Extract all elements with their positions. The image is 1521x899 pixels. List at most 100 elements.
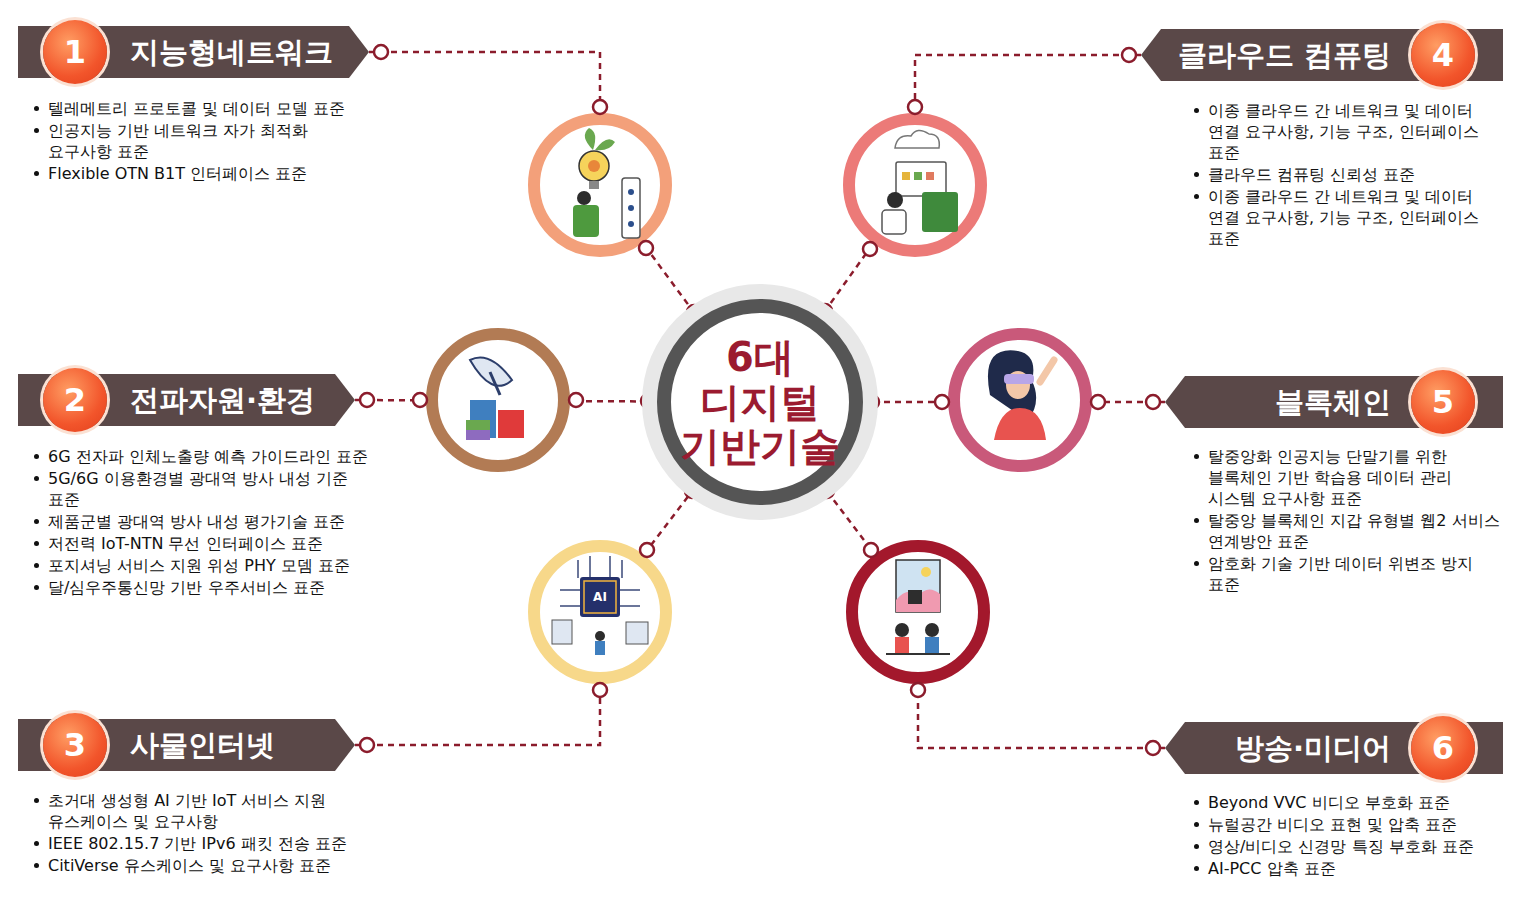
- callout-number: 2: [43, 368, 107, 432]
- media-illustration: [852, 546, 984, 678]
- bullet-item: AI-PCC 압축 표준: [1190, 858, 1502, 879]
- illustration-shape: [925, 623, 939, 637]
- standard-item: 저전력 IoT-NTN 무선 인터페이스 표준: [48, 533, 375, 554]
- standard-item: 포지셔닝 서비스 지원 위성 PHY 모뎀 표준: [48, 555, 375, 576]
- bullet-dot: [34, 128, 39, 133]
- bullet-dot: [34, 798, 39, 803]
- bullet-item: 탈중앙 블록체인 지갑 유형별 웹2 서비스 연계방안 표준: [1190, 510, 1502, 552]
- bullet-item: 인공지능 기반 네트워크 자가 최적화 요구사항 표준: [30, 120, 375, 162]
- callout-number: 1: [43, 20, 107, 84]
- junction-dot: [911, 683, 925, 697]
- category-title: 전파자원·환경: [130, 374, 315, 426]
- bullet-dot: [1194, 172, 1199, 177]
- category-band: 사물인터넷3: [18, 719, 355, 771]
- junction-dot: [639, 241, 653, 255]
- illustration-shape: [626, 622, 648, 644]
- standard-item: Beyond VVC 비디오 부호화 표준: [1208, 792, 1502, 813]
- cloud-illustration: [849, 119, 981, 251]
- illustration-shape: [902, 172, 910, 180]
- bullet-item: 5G/6G 이용환경별 광대역 방사 내성 기준 표준: [30, 468, 375, 510]
- junction-dot: [593, 100, 607, 114]
- category-band: 전파자원·환경2: [18, 374, 355, 426]
- dashed-connector: [829, 55, 1141, 306]
- bullet-item: 초거대 생성형 AI 기반 IoT 서비스 지원 유스케이스 및 요구사항: [30, 790, 375, 832]
- bullet-dot: [34, 454, 39, 459]
- standard-item: 5G/6G 이용환경별 광대역 방사 내성 기준 표준: [48, 468, 375, 510]
- bullet-item: 탈중앙화 인공지능 단말기를 위한 블록체인 기반 학습용 데이터 관리 시스템…: [1190, 446, 1502, 509]
- illustration-shape: [580, 577, 620, 617]
- illustration-shape: [925, 637, 939, 653]
- junction-dot: [1091, 395, 1105, 409]
- standard-item: 영상/비디오 신경망 특징 부호화 표준: [1208, 836, 1502, 857]
- standard-item: Flexible OTN B1T 인터페이스 표준: [48, 163, 375, 184]
- standard-item: 6G 전자파 인체노출량 예측 가이드라인 표준: [48, 446, 375, 467]
- bullet-list: Beyond VVC 비디오 부호화 표준뉴럴공간 비디오 표현 및 압축 표준…: [1190, 792, 1502, 880]
- junction-dot: [863, 242, 877, 256]
- number-circle: 2: [43, 368, 107, 432]
- bullet-dot: [34, 585, 39, 590]
- bullet-item: 달/심우주통신망 기반 우주서비스 표준: [30, 577, 375, 598]
- bullet-dot: [1194, 866, 1199, 871]
- bullet-item: 암호화 기술 기반 데이터 위변조 방지 표준: [1190, 553, 1502, 595]
- bullet-item: 제품군별 광대역 방사 내성 평가기술 표준: [30, 511, 375, 532]
- bullet-dot: [34, 476, 39, 481]
- illustration-shape: [887, 192, 903, 208]
- illustration-shape: [588, 160, 600, 172]
- hub-title: 6대 디지털 기반기술: [675, 335, 845, 469]
- standard-item: 탈중앙화 인공지능 단말기를 위한 블록체인 기반 학습용 데이터 관리 시스템…: [1208, 446, 1502, 509]
- illustration-shape: [882, 210, 906, 234]
- illustration-shape: [914, 172, 922, 180]
- illustration-shape: [994, 408, 1046, 440]
- hub-halo: [642, 284, 878, 520]
- junction-dot: [1146, 395, 1160, 409]
- bullet-item: Beyond VVC 비디오 부호화 표준: [1190, 792, 1502, 813]
- callout-number: 6: [1411, 716, 1475, 780]
- category-band: 지능형네트워크1: [18, 26, 369, 78]
- number-circle: 4: [1411, 23, 1475, 87]
- hub-circle: 6대 디지털 기반기술: [642, 284, 878, 520]
- bullet-dot: [34, 563, 39, 568]
- bullet-dot: [1194, 454, 1199, 459]
- dashed-connector: [355, 496, 688, 745]
- illustration-shape: [1040, 360, 1054, 382]
- junction-dot: [360, 738, 374, 752]
- category-title: 지능형네트워크: [130, 26, 333, 78]
- vr-person-illustration: [954, 334, 1086, 466]
- category-title: 방송·미디어: [1235, 722, 1391, 774]
- illustration-shape: [552, 620, 572, 644]
- illustration-shape: [895, 130, 939, 148]
- standard-item: IEEE 802.15.7 기반 IPv6 패킷 전송 표준: [48, 833, 375, 854]
- bullet-dot: [34, 106, 39, 111]
- bullet-item: 저전력 IoT-NTN 무선 인터페이스 표준: [30, 533, 375, 554]
- standard-item: 이종 클라우드 간 네트워크 및 데이터 연결 요구사항, 기능 구조, 인터페…: [1208, 100, 1502, 163]
- illustration-shape: [534, 546, 666, 678]
- bullet-item: 클라우드 컴퓨팅 신뢰성 표준: [1190, 164, 1502, 185]
- standard-item: 제품군별 광대역 방사 내성 평가기술 표준: [48, 511, 375, 532]
- bullet-dot: [34, 863, 39, 868]
- junction-dot: [374, 45, 388, 59]
- bullet-dot: [1194, 518, 1199, 523]
- bullet-item: 이종 클라우드 간 네트워크 및 데이터 연결 요구사항, 기능 구조, 인터페…: [1190, 100, 1502, 163]
- illustration-shape: [577, 191, 591, 205]
- standard-item: 뉴럴공간 비디오 표현 및 압축 표준: [1208, 814, 1502, 835]
- bullet-item: Flexible OTN B1T 인터페이스 표준: [30, 163, 375, 184]
- illustration-shape: [534, 119, 666, 251]
- illustration-shape: [895, 623, 909, 637]
- illustration-shape: [921, 567, 931, 577]
- bullet-item: 텔레메트리 프로토콜 및 데이터 모델 표준: [30, 98, 375, 119]
- illustration-shape: [908, 590, 922, 604]
- illustration-shape: [584, 581, 616, 613]
- bullet-item: IEEE 802.15.7 기반 IPv6 패킷 전송 표준: [30, 833, 375, 854]
- bullet-list: 6G 전자파 인체노출량 예측 가이드라인 표준5G/6G 이용환경별 광대역 …: [30, 446, 375, 599]
- illustration-shape: [622, 178, 640, 238]
- illustration-shape: [1004, 374, 1034, 384]
- illustration-shape: [432, 334, 564, 466]
- illustration-shape: [466, 430, 490, 440]
- illustration-shape: [628, 221, 634, 227]
- junction-dot: [569, 393, 583, 407]
- bullet-dot: [1194, 844, 1199, 849]
- bullet-item: CitiVerse 유스케이스 및 요구사항 표준: [30, 855, 375, 876]
- bullet-item: 영상/비디오 신경망 특징 부호화 표준: [1190, 836, 1502, 857]
- bullet-dot: [1194, 108, 1199, 113]
